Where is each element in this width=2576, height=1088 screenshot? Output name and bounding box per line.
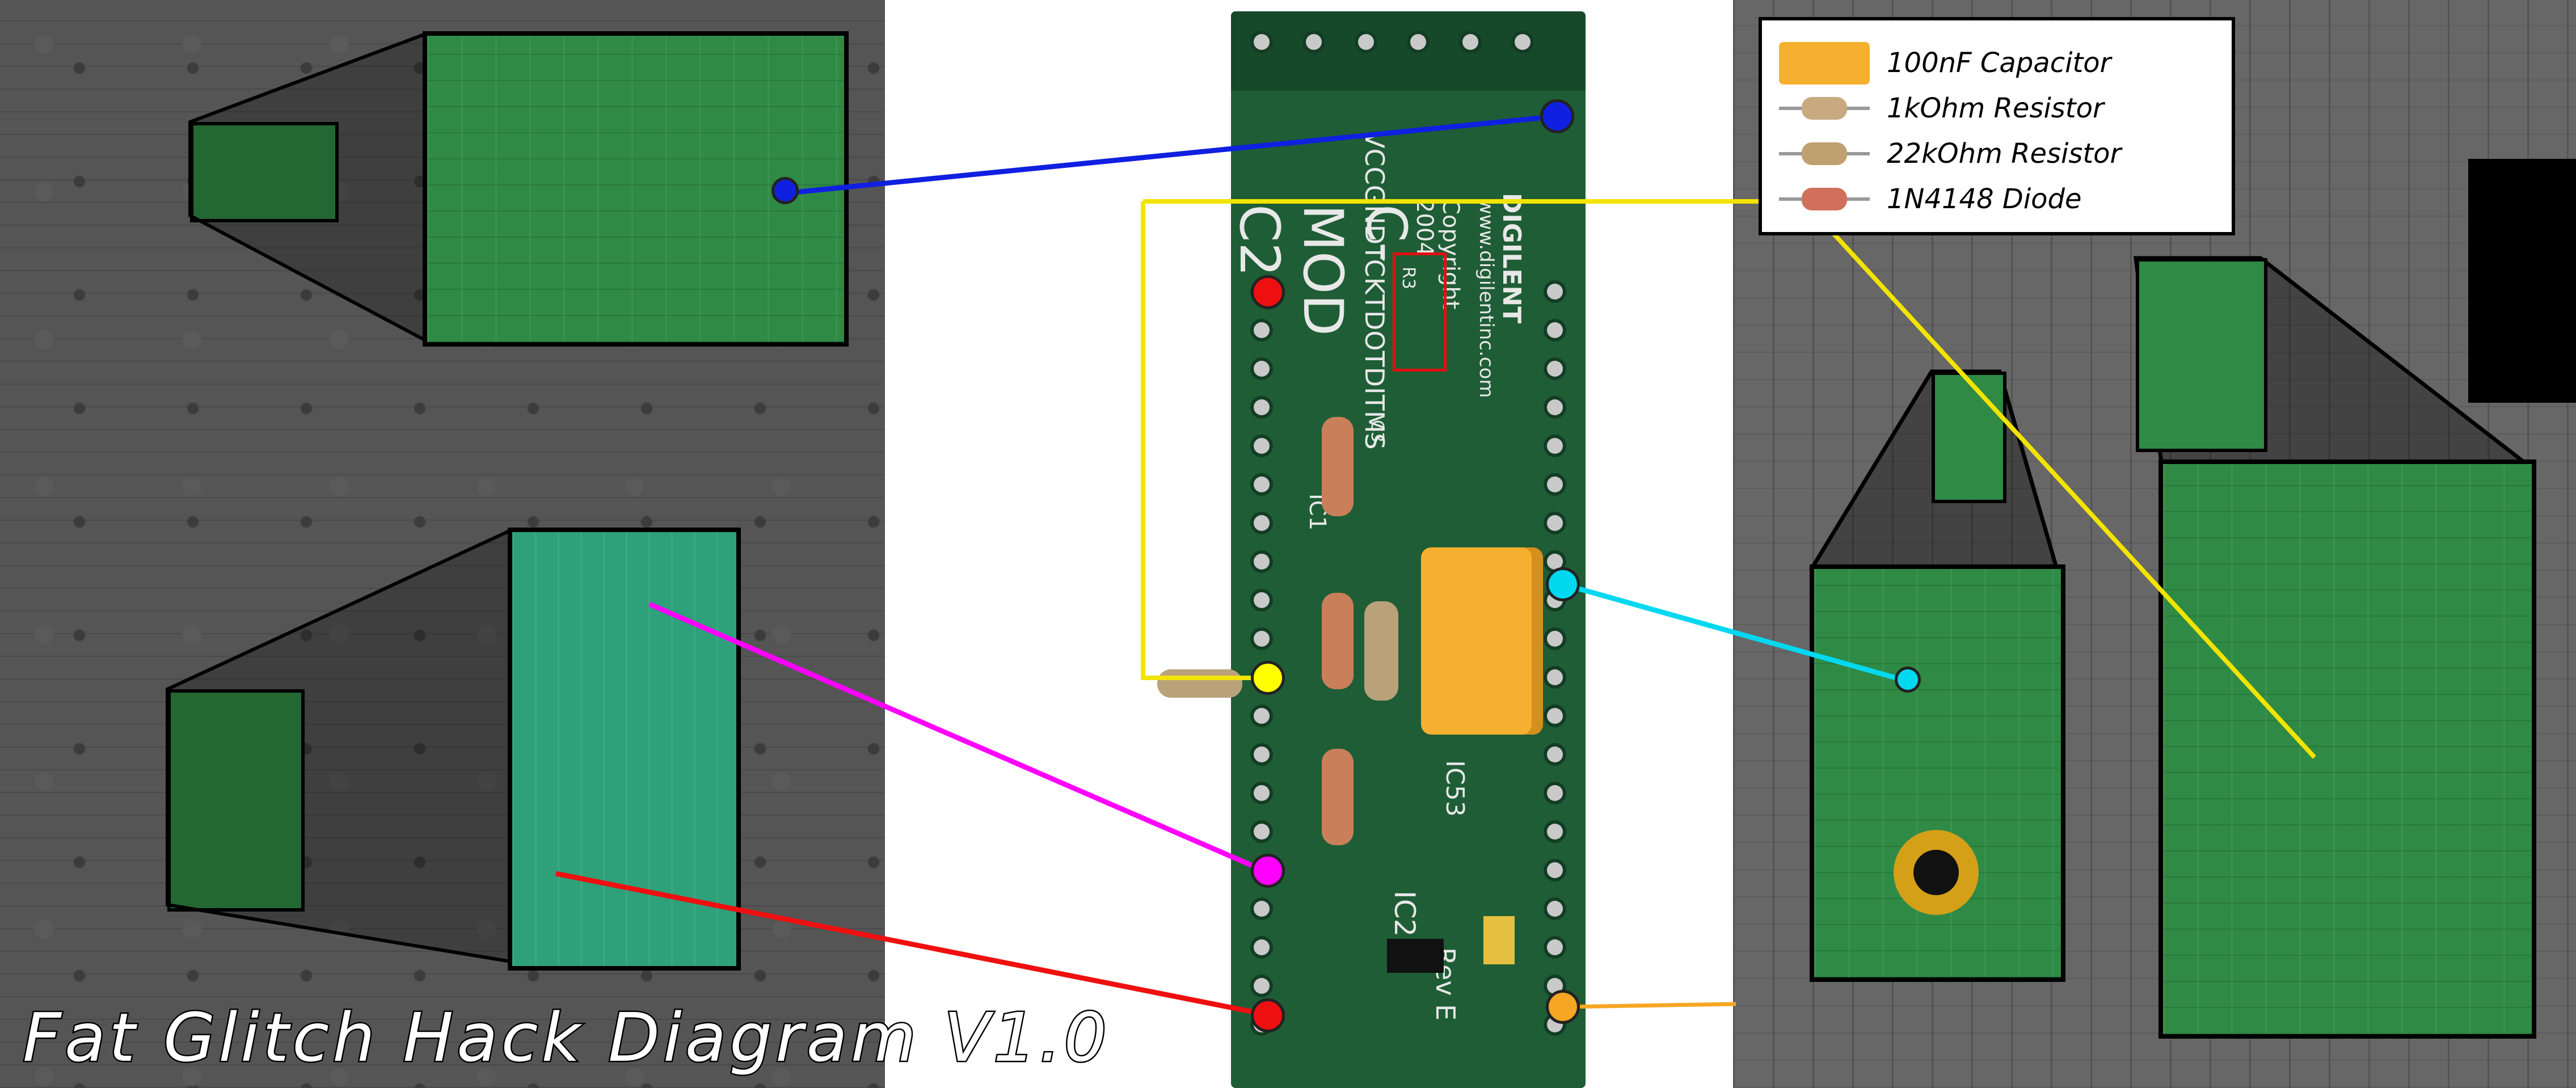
legend-label-capacitor: 100nF Capacitor (1887, 47, 2111, 79)
pin-hole (1254, 631, 1270, 647)
pin-hole (1254, 476, 1270, 492)
resistor-icon (1779, 142, 1870, 165)
red-connection-dot-top (1251, 275, 1285, 309)
pin-hole (1547, 708, 1563, 724)
orange-connection-dot (1546, 990, 1580, 1024)
red-connection-dot-bottom (1251, 998, 1285, 1032)
blue-target-dot (771, 177, 799, 204)
diode-1 (1322, 417, 1354, 516)
diode-2 (1322, 593, 1354, 689)
cyan-wire (1562, 581, 1907, 684)
right-left-zoom-callout (1810, 564, 2065, 982)
resistor-1k (1157, 669, 1242, 698)
pin-hole (1547, 554, 1563, 570)
pin-hole (1254, 554, 1270, 570)
legend-row-diode: 1N4148 Diode (1779, 179, 2082, 219)
lower-chip-area-thumbnail (167, 689, 305, 912)
ic2-chip (1387, 939, 1444, 973)
lower-zoom-callout (508, 528, 741, 971)
pin-hole (1254, 785, 1270, 801)
yellow-wire-left (1141, 201, 1262, 680)
pin-hole (1547, 747, 1563, 762)
pin-hole (1547, 399, 1563, 415)
r3-highlight-box: R3 (1393, 252, 1447, 372)
pin-hole (1254, 438, 1270, 454)
pin-hole (1547, 785, 1563, 801)
right-right-zoom-callout (2158, 459, 2536, 1039)
pin-hole (1254, 939, 1270, 955)
diagram-title: Fat Glitch Hack Diagram V1.0 (22, 997, 1110, 1078)
yellow-wire-right (1143, 199, 2316, 759)
pin-hole (1547, 438, 1563, 454)
pin-hole (1547, 284, 1563, 300)
header-hole (1515, 34, 1531, 50)
magenta-wire (648, 601, 1272, 876)
pin-hole (1547, 631, 1563, 647)
header-strip (1231, 11, 1586, 91)
pin-hole (1254, 322, 1270, 338)
cyan-connection-dot (1546, 567, 1580, 601)
tantalum-cap (1483, 916, 1515, 964)
pin-hole (1254, 824, 1270, 840)
via-pad-outer (1894, 830, 1979, 915)
orange-wire (1562, 1002, 1736, 1009)
resistor-22k (1364, 601, 1398, 701)
pin-hole (1547, 476, 1563, 492)
header-hole (1306, 34, 1322, 50)
pin-hole (1547, 901, 1563, 917)
pin-hole (1254, 592, 1270, 608)
resistor-icon (1779, 97, 1870, 120)
blue-connection-dot (1540, 99, 1574, 133)
legend-row-22k-resistor: 22kOhm Resistor (1779, 134, 2121, 174)
small-board-thumbnail (1932, 372, 2006, 503)
header-hole (1358, 34, 1374, 50)
pin-hole (1547, 361, 1563, 377)
pin-hole (1547, 515, 1563, 531)
red-wire (555, 871, 1271, 1018)
large-board-thumbnail (2136, 258, 2267, 452)
cyan-target-dot (1895, 667, 1921, 693)
header-hole (1410, 34, 1426, 50)
pin-hole (1547, 862, 1563, 878)
header-hole (1462, 34, 1478, 50)
blue-wire (788, 113, 1558, 196)
pin-hole (1547, 939, 1563, 955)
diode-icon (1779, 188, 1870, 210)
header-hole (1254, 34, 1270, 50)
legend-row-1k-resistor: 1kOhm Resistor (1779, 88, 2104, 128)
pin-hole (1254, 361, 1270, 377)
pin-hole (1254, 747, 1270, 762)
pin-hole (1547, 322, 1563, 338)
via-hole (1913, 850, 1959, 895)
legend-row-capacitor: 100nF Capacitor (1779, 41, 2111, 85)
diode-3 (1322, 749, 1354, 845)
pin-hole (1254, 399, 1270, 415)
capacitor-icon (1779, 41, 1870, 85)
pin-hole (1254, 708, 1270, 724)
dark-board-edge (2468, 159, 2576, 403)
pin-hole (1254, 515, 1270, 531)
pin-hole (1254, 978, 1270, 994)
capacitor-100nf (1421, 547, 1543, 735)
component-legend: 100nF Capacitor 1kOhm Resistor 22kOhm Re… (1759, 17, 2235, 235)
pin-hole (1547, 824, 1563, 840)
legend-label-diode: 1N4148 Diode (1887, 183, 2082, 215)
pin-hole (1547, 669, 1563, 685)
magenta-connection-dot (1251, 854, 1285, 888)
yellow-connection-dot (1251, 661, 1285, 695)
legend-label-1k-resistor: 1kOhm Resistor (1887, 92, 2104, 124)
legend-label-22k-resistor: 22kOhm Resistor (1887, 138, 2122, 170)
pin-hole (1254, 901, 1270, 917)
